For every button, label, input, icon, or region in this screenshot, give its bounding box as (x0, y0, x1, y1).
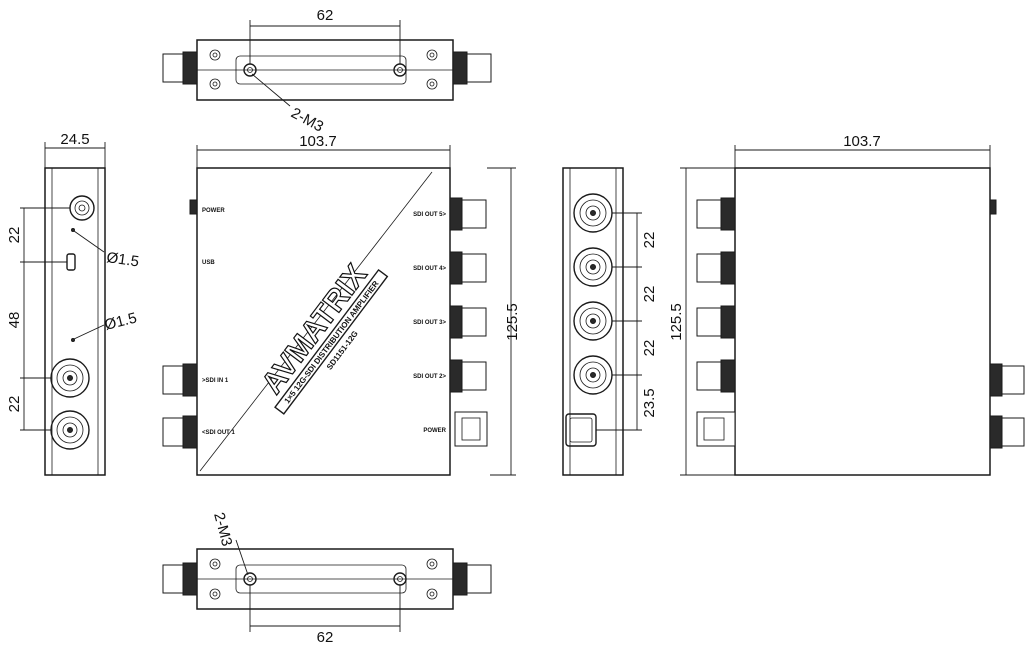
dim-left-22a: 22 (6, 227, 23, 244)
label-usb: USB (202, 260, 215, 266)
dim-top-screw: 2-M3 (288, 105, 326, 136)
front-view: POWER USB >SDI IN 1 <SDI OUT 1 SDI OUT 5… (162, 133, 521, 476)
dim-bottom-screw: 2-M3 (210, 511, 235, 548)
dim-back-height: 125.5 (668, 303, 685, 341)
dim-right-23-5: 23.5 (641, 388, 658, 417)
dim-back-width: 103.7 (843, 133, 881, 150)
dim-left-d2: Ø1.5 (103, 310, 139, 334)
dim-top-width: 62 (317, 7, 334, 24)
label-power-in: POWER (423, 428, 446, 434)
label-sdi-out-3: SDI OUT 3> (413, 320, 446, 326)
dim-left-48: 48 (6, 312, 23, 329)
label-sdi-in-1: >SDI IN 1 (202, 378, 229, 384)
dim-left-depth: 24.5 (60, 131, 89, 148)
label-sdi-out-1: <SDI OUT 1 (202, 430, 236, 436)
label-sdi-out-2: SDI OUT 2> (413, 374, 446, 380)
right-side-view: 22 22 22 23.5 (562, 167, 658, 476)
back-view: 103.7 125.5 (668, 133, 1025, 476)
label-power: POWER (202, 208, 225, 214)
label-sdi-out-4: SDI OUT 4> (413, 266, 446, 272)
dim-front-height: 125.5 (504, 303, 521, 341)
left-side-view: 24.5 22 48 22 Ø1.5 Ø1.5 (6, 131, 140, 476)
dim-right-22c: 22 (641, 340, 658, 357)
bottom-view: 62 2-M3 (162, 511, 492, 646)
dim-left-22b: 22 (6, 396, 23, 413)
label-sdi-out-5: SDI OUT 5> (413, 212, 446, 218)
dim-right-22b: 22 (641, 286, 658, 303)
dim-left-d1: Ø1.5 (105, 249, 140, 270)
dim-right-22a: 22 (641, 232, 658, 249)
dim-bottom-width: 62 (317, 629, 334, 646)
dim-front-width: 103.7 (299, 133, 337, 150)
top-view: 62 2-M3 (162, 7, 492, 136)
